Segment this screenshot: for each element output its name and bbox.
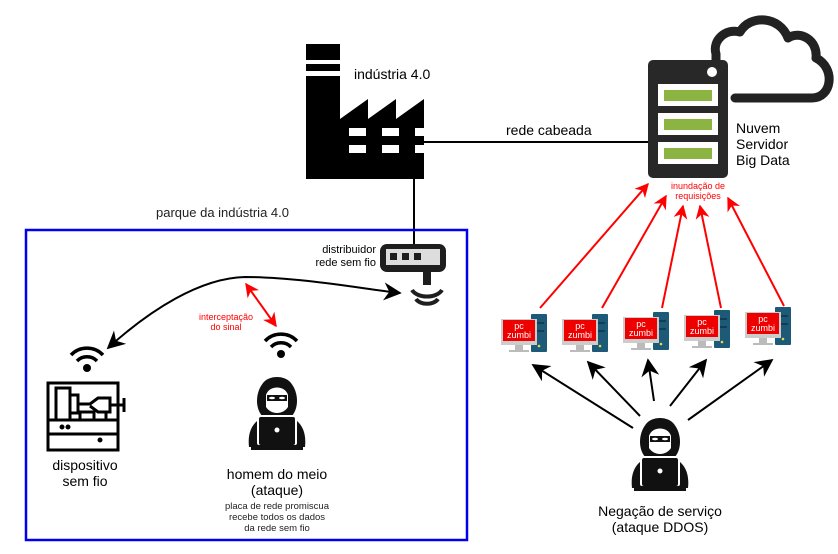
zombie-pc-icon: [623, 312, 669, 350]
flood-arrow: [727, 196, 785, 307]
device-wifi-icon: [69, 346, 105, 374]
mitm-hacker-icon: [248, 377, 306, 450]
factory-label: indústria 4.0: [354, 66, 431, 82]
zombie-pc-icon: [501, 314, 547, 352]
wired-link-label: rede cabeada: [506, 122, 592, 138]
zombie-pc-icon: [562, 314, 608, 352]
zombie-pc-icon: [745, 307, 791, 345]
ddos-arrow: [641, 358, 660, 402]
flood-arrow: [601, 194, 667, 309]
ddos-arrows: [531, 358, 774, 429]
ddos-arrow: [669, 358, 708, 407]
flood-arrow: [661, 204, 688, 309]
park-title: parque da indústria 4.0: [156, 205, 289, 220]
device-label: dispositivo sem fio: [52, 457, 118, 490]
ddos-arrow: [531, 364, 634, 429]
interception-arrow: [245, 282, 277, 328]
flood-arrows: [539, 182, 785, 309]
flood-label: inundação de requisições: [670, 181, 726, 202]
cloud-icon: [710, 15, 834, 103]
machine-icon: [46, 381, 126, 452]
ddos-hacker-icon: [631, 418, 689, 491]
mitm-wifi-icon: [263, 332, 299, 360]
flood-arrow: [539, 182, 649, 309]
wireless-router-icon: [380, 244, 446, 306]
ddos-label: Negação de serviço (ataque DDOS): [598, 503, 722, 536]
router-label: distribuidor rede sem fio: [315, 244, 376, 269]
park-boundary: [24, 228, 469, 542]
server-icon: [648, 60, 728, 178]
cloud-server-label: Nuvem Servidor Big Data: [736, 120, 790, 169]
ddos-arrow: [687, 358, 774, 421]
mitm-description: placa de rede promiscua recebe todos os …: [224, 501, 330, 534]
mitm-label: homem do meio (ataque): [226, 466, 328, 499]
zombie-pc-icon: [684, 310, 730, 348]
ddos-arrow: [586, 360, 641, 417]
flood-arrow: [695, 204, 722, 309]
wireless-link-arrow: [106, 275, 402, 350]
factory-icon: [306, 44, 432, 179]
interception-label: interceptação do sinal: [198, 312, 254, 333]
